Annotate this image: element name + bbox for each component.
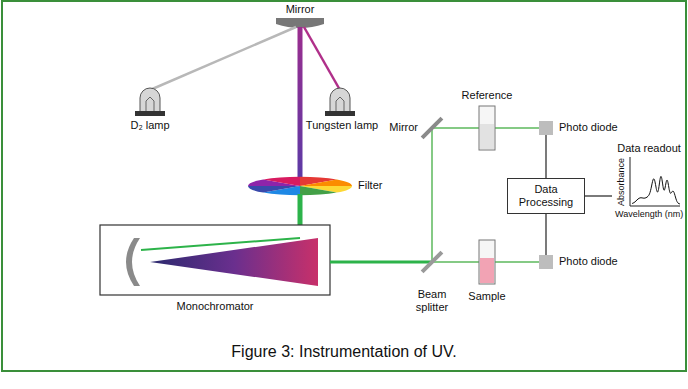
part-label: Mirror [389, 121, 418, 134]
lamp-symbol [325, 111, 355, 116]
graphic-part: Absorbance [615, 155, 627, 209]
part-label: Photo diode [559, 255, 618, 268]
light-beam [330, 261, 432, 264]
reference-cuvette [479, 106, 495, 150]
lamp-symbol [336, 97, 344, 111]
part-label: Beam splitter [406, 288, 458, 314]
monochromator-housing [100, 225, 330, 295]
part-label: Sample [468, 290, 505, 303]
part-label: Mirror [286, 3, 315, 16]
part-label: Tungsten lamp [306, 119, 378, 132]
axis-label: Wavelength (nm) [615, 209, 683, 220]
filter-segment [300, 179, 352, 186]
photo-diode: Photo diode [539, 121, 553, 135]
figure-caption: Figure 3: Instrumentation of UV. [231, 342, 456, 361]
lamp-symbol [135, 111, 165, 116]
reference-liquid [480, 124, 494, 149]
signal-wire [585, 195, 612, 196]
beam-splitter-symbol [421, 251, 444, 274]
graphic-part: Absorbance [615, 155, 683, 209]
part-label: Reference [462, 89, 513, 102]
lamp-symbol [146, 97, 154, 111]
filter-segment [300, 186, 337, 195]
filter-segment [263, 177, 300, 186]
axis-label: Absorbance [616, 158, 626, 206]
part-label: Monochromator [176, 300, 253, 313]
grating-symbol [126, 238, 140, 286]
light-beam [298, 27, 303, 180]
frame-border [2, 1, 686, 371]
light-beam [304, 27, 340, 90]
signal-wire [545, 214, 546, 255]
signal-wire [545, 135, 546, 178]
part-label: Photo diode [559, 121, 618, 134]
light-beam [431, 128, 433, 262]
sample-cuvette [479, 240, 495, 284]
part-label: Filter [358, 179, 382, 192]
data-readout-plot: Data readoutAbsorbanceWavelength (nm) [612, 142, 683, 220]
lamp-symbol [140, 88, 160, 112]
plot-axes [630, 157, 680, 206]
filter-segment [248, 186, 300, 193]
part-label: D₂ lamp [130, 119, 169, 132]
mirror-symbol [276, 18, 324, 28]
plot-title: Data readout [615, 142, 683, 155]
lamp-symbol [330, 88, 350, 112]
box-label: Data Processing [515, 183, 577, 209]
process-box: Data Processing [507, 178, 585, 214]
sample-liquid [480, 258, 494, 283]
photo-diode: Photo diode [539, 255, 553, 269]
spectrum-plot [627, 155, 681, 209]
filter-wheel [248, 177, 352, 196]
dispersed-spectrum [150, 238, 318, 286]
light-beam [150, 27, 296, 90]
light-beam [141, 238, 300, 250]
mirror-symbol [421, 117, 444, 140]
spectrum-curve [632, 176, 680, 204]
